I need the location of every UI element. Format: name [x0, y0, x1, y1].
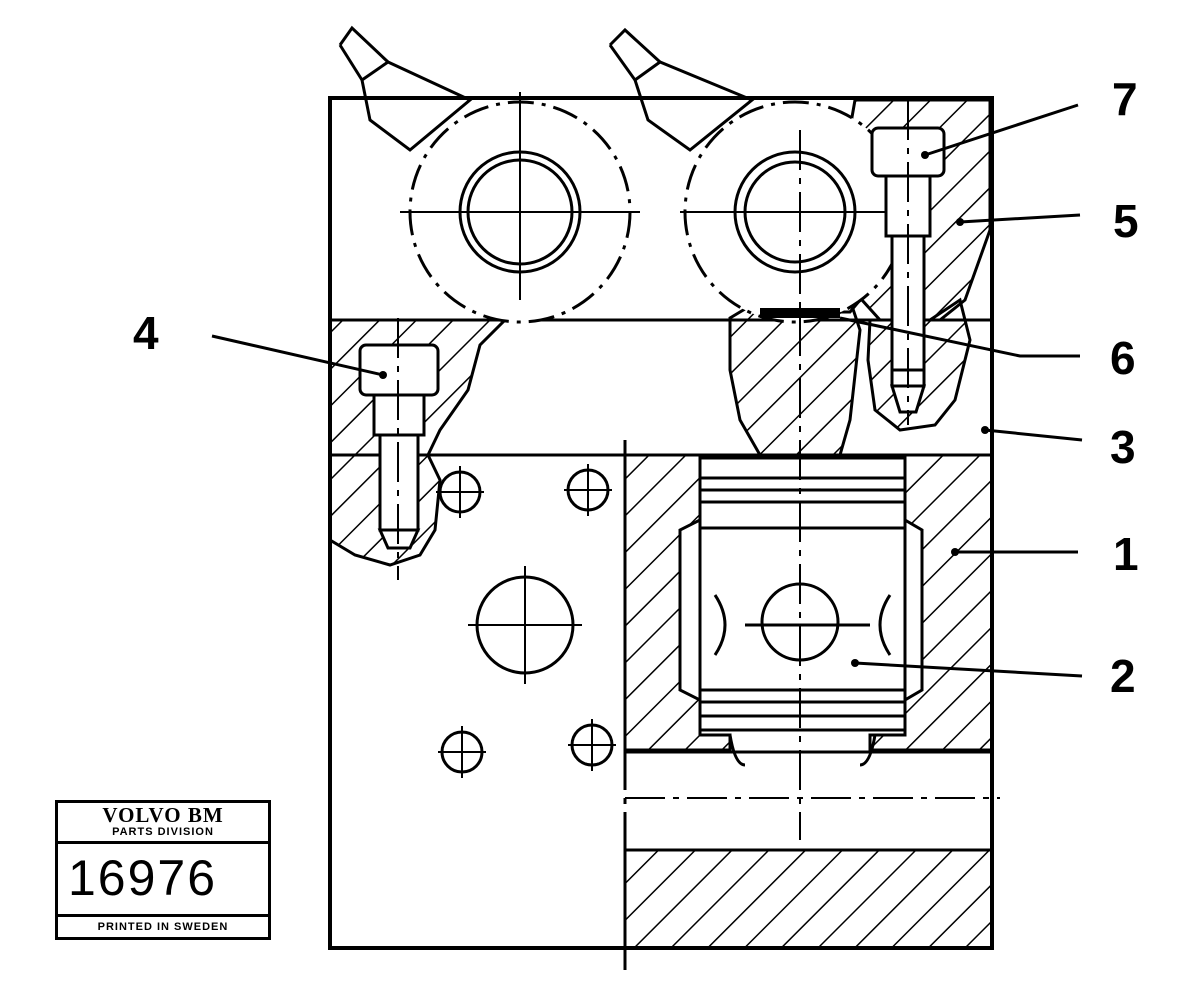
callout-1: 1 — [1113, 528, 1139, 580]
callout-6: 6 — [1110, 332, 1136, 384]
leader-line-7 — [924, 103, 1079, 157]
leader-lines — [211, 103, 1083, 678]
leader-line-4 — [211, 334, 384, 377]
badge-brand: VOLVO BM — [102, 803, 224, 827]
callout-4: 4 — [133, 307, 159, 359]
leader-line-3 — [984, 428, 1083, 442]
valve-spool-part-2 — [698, 456, 907, 732]
bottom-passage — [625, 734, 1000, 852]
leader-line-6 — [839, 316, 1080, 358]
callout-5: 5 — [1113, 195, 1139, 247]
callout-7: 7 — [1112, 73, 1138, 125]
parts-division-badge: VOLVO BM PARTS DIVISION 16976 PRINTED IN… — [55, 800, 271, 940]
callout-2: 2 — [1110, 650, 1136, 702]
leader-dots — [379, 151, 989, 667]
badge-division: PARTS DIVISION — [112, 826, 214, 838]
seal-ring — [760, 308, 840, 318]
port-holes — [436, 464, 616, 778]
callout-3: 3 — [1110, 421, 1136, 473]
badge-footer: PRINTED IN SWEDEN — [58, 914, 268, 937]
solenoid-stubs — [338, 25, 755, 152]
badge-part-number: 16976 — [68, 850, 218, 906]
solenoid-coil-left — [400, 92, 640, 324]
center-lines — [397, 100, 909, 970]
leader-line-2 — [854, 661, 1083, 678]
leader-line-5 — [959, 213, 1081, 224]
badge-header: VOLVO BM PARTS DIVISION — [58, 803, 268, 844]
